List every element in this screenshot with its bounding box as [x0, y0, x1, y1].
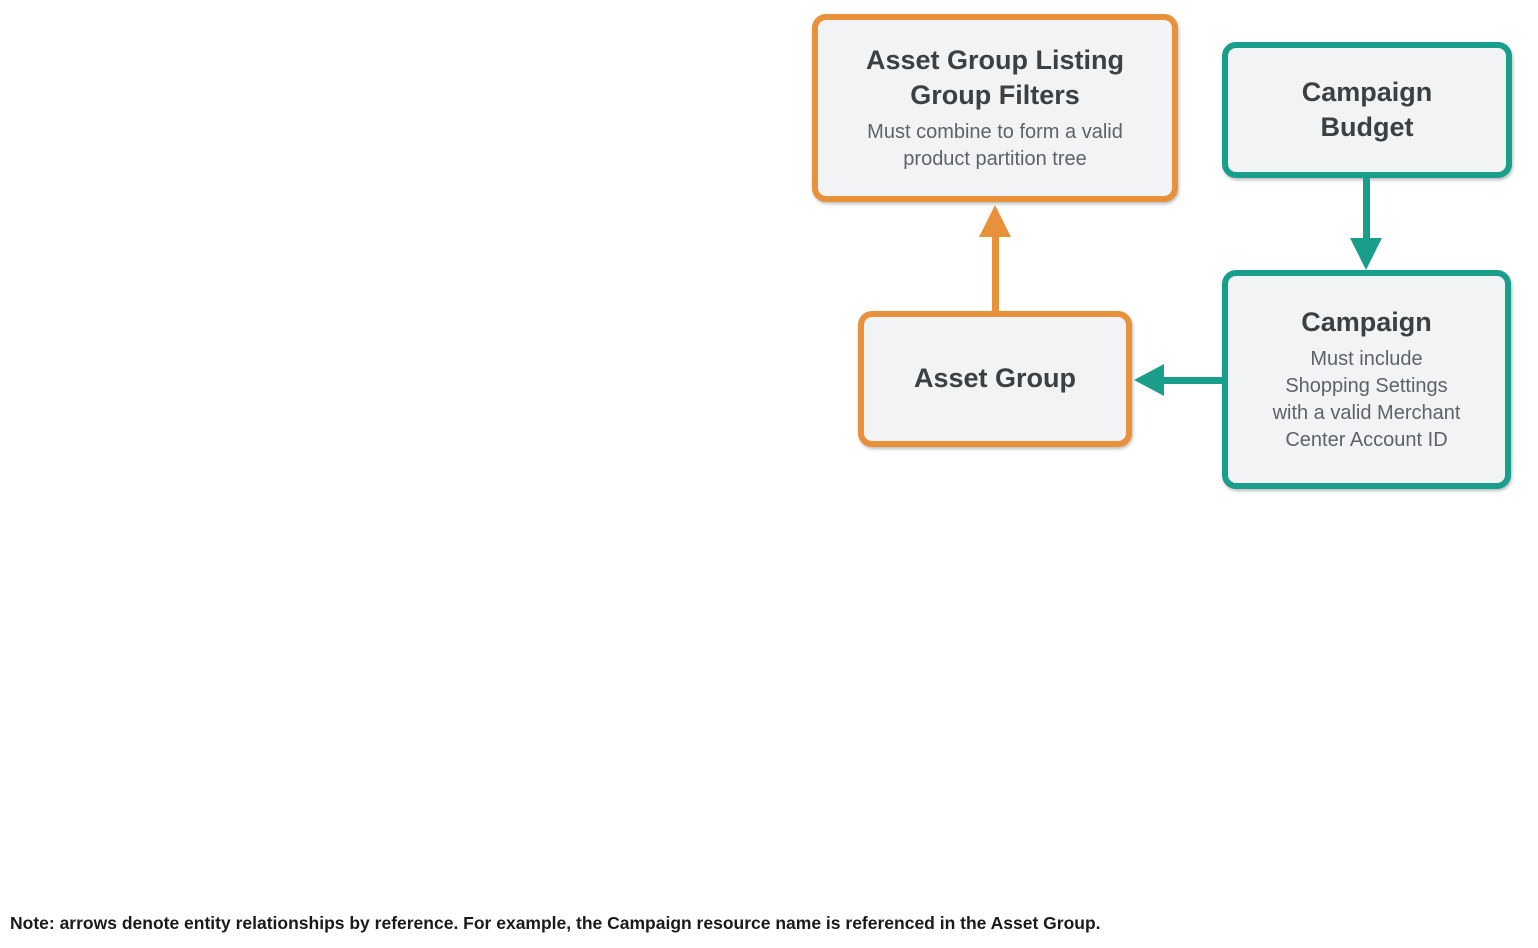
arrow-down-head-icon [1350, 238, 1382, 270]
arrow-shaft [1362, 178, 1370, 240]
node-title: Campaign [1301, 306, 1432, 337]
node-subtitle: Must include Shopping Settings with a va… [1272, 348, 1461, 452]
arrow-asset-group-to-listing-group-filters [979, 205, 1011, 312]
arrow-left-head-icon [1134, 364, 1164, 396]
node-title: Asset Group [913, 363, 1077, 394]
arrow-shaft [1162, 376, 1222, 384]
arrow-campaign-to-asset-group [1134, 364, 1222, 396]
node-campaign: Campaign Must include Shopping Settings … [1222, 270, 1511, 489]
node-title: Asset Group Listing Group Filters [865, 44, 1125, 110]
node-title: Campaign Budget [1301, 76, 1433, 142]
node-asset-group-listing-group-filters: Asset Group Listing Group Filters Must c… [812, 14, 1178, 202]
node-asset-group: Asset Group [858, 311, 1132, 447]
arrow-shaft [991, 233, 999, 312]
arrow-campaign-budget-to-campaign [1350, 178, 1382, 270]
node-campaign-budget: Campaign Budget [1222, 42, 1512, 178]
node-subtitle: Must combine to form a valid product par… [867, 121, 1123, 171]
arrow-up-head-icon [979, 205, 1011, 237]
footnote: Note: arrows denote entity relationships… [10, 913, 1101, 933]
